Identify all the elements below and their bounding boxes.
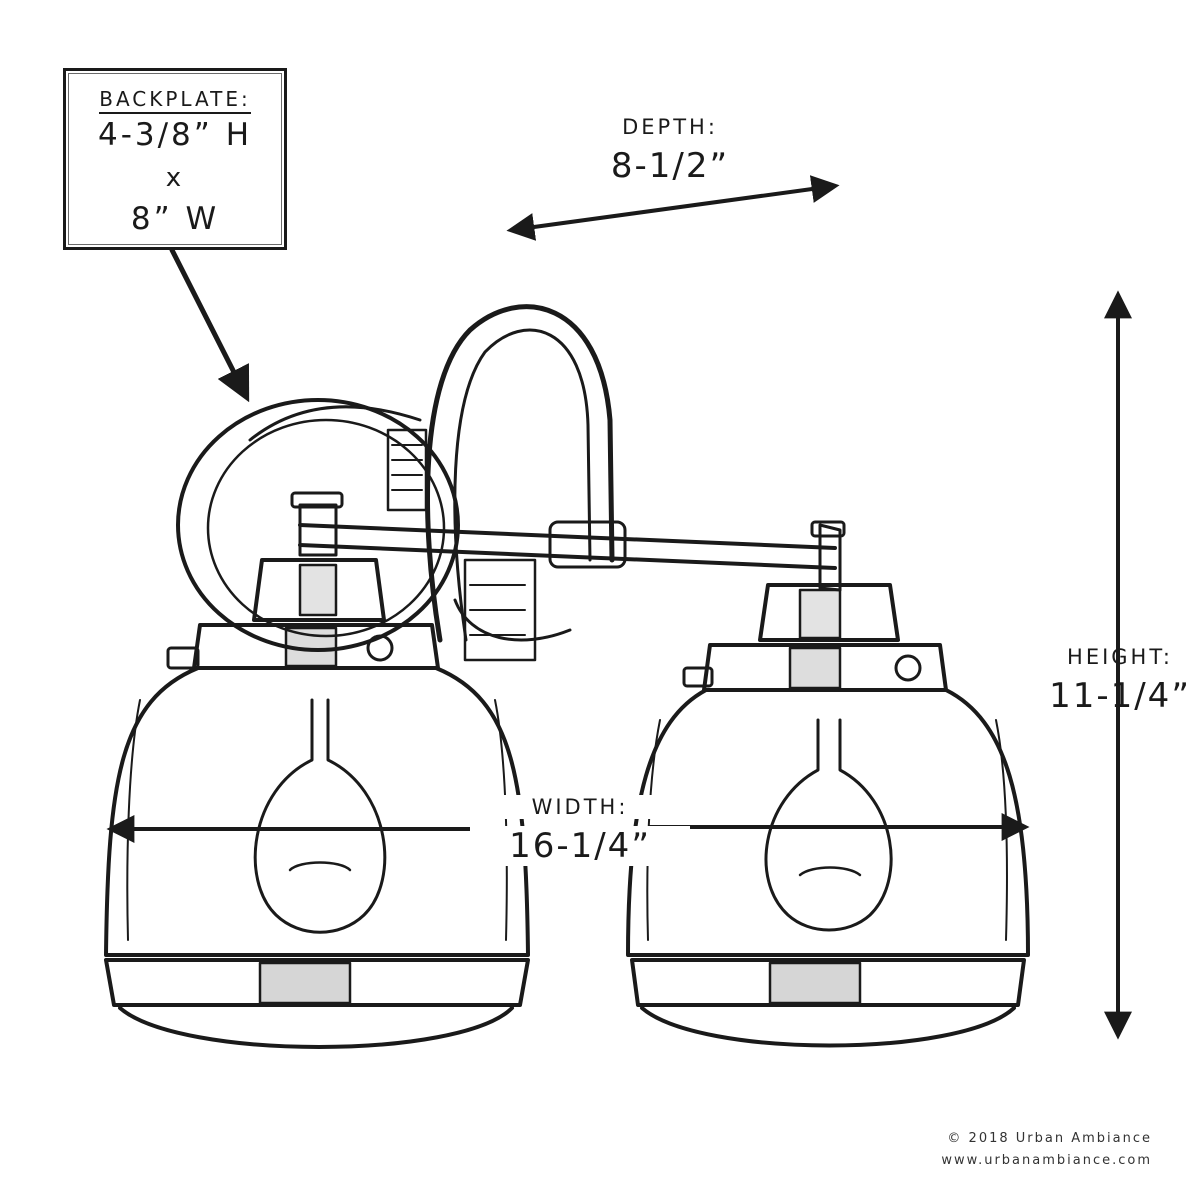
right-lamp bbox=[626, 583, 1030, 1048]
backplate-pointer-arrow bbox=[169, 247, 250, 403]
width-title: WIDTH: bbox=[470, 795, 690, 819]
height-value: 11-1/4” bbox=[1049, 676, 1191, 716]
backplate-times: x bbox=[165, 163, 185, 193]
depth-arrow bbox=[506, 175, 840, 241]
website-text: www.urbanambiance.com bbox=[941, 1153, 1152, 1168]
backplate bbox=[176, 398, 460, 652]
backplate-callout: BACKPLATE: 4-3/8” H x 8” W bbox=[63, 68, 287, 250]
backplate-width: 8” W bbox=[130, 201, 220, 237]
depth-value: 8-1/2” bbox=[610, 146, 730, 186]
copyright-footer: © 2018 Urban Ambiance www.urbanambiance.… bbox=[941, 1128, 1152, 1172]
cross-bar bbox=[298, 520, 846, 592]
arched-arm bbox=[425, 304, 615, 662]
copyright-text: © 2018 Urban Ambiance bbox=[947, 1131, 1152, 1146]
height-title: HEIGHT: bbox=[1067, 645, 1173, 669]
width-value: 16-1/4” bbox=[470, 826, 690, 866]
backplate-title: BACKPLATE: bbox=[66, 87, 284, 114]
backplate-height: 4-3/8” H bbox=[97, 117, 253, 153]
depth-title: DEPTH: bbox=[622, 115, 718, 139]
